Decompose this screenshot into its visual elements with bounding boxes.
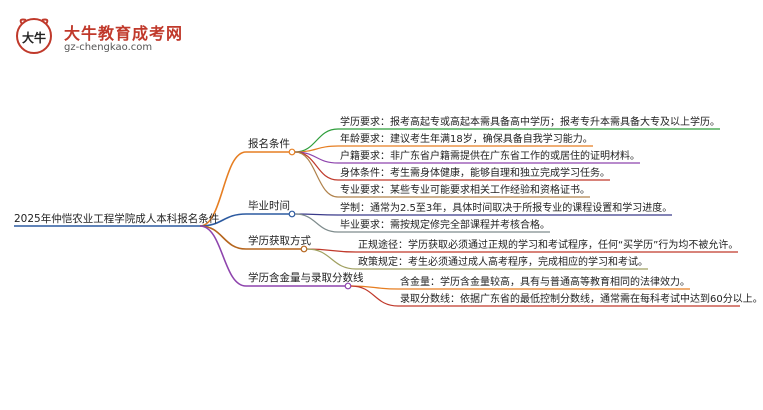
branch-node	[344, 282, 352, 290]
leaf-text: 身体条件：考生需身体健康，能够自理和独立完成学习任务。	[340, 168, 610, 179]
mindmap-root: 2025年仲恺农业工程学院成人本科报名条件	[14, 213, 220, 225]
leaf-text: 录取分数线：依据广东省的最低控制分数线，通常需在每科考试中达到60分以上。	[400, 294, 763, 305]
branch-node	[300, 245, 308, 253]
site-logo[interactable]: 大牛 大牛教育成考网 gz-chengkao.com	[14, 16, 204, 60]
branch-label: 学历含金量与录取分数线	[248, 272, 364, 284]
leaf-connector	[350, 285, 399, 307]
branch-label: 学历获取方式	[248, 235, 311, 247]
leaf-text: 正规途径：学历获取必须通过正规的学习和考试程序，任何“买学历”行为均不被允许。	[358, 240, 739, 251]
leaf-text: 年龄要求：建议考生年满18岁，确保具备自我学习能力。	[340, 134, 593, 145]
branch-connector	[199, 225, 247, 287]
leaf-text: 含金量：学历含金量较高，具有与普通高等教育相同的法律效力。	[400, 277, 690, 288]
leaf-text: 政策规定：考生必须通过成人高考程序，完成相应的学习和考试。	[358, 257, 648, 268]
branch-connector	[199, 225, 247, 250]
branch-label: 报名条件	[248, 138, 290, 150]
bull-logo-icon: 大牛	[16, 18, 52, 54]
leaf-connector	[294, 151, 339, 198]
logo-url: gz-chengkao.com	[64, 42, 153, 53]
leaf-connector	[294, 213, 339, 233]
branch-node	[288, 210, 296, 218]
leaf-connector	[306, 248, 357, 270]
branch-label: 毕业时间	[248, 200, 290, 212]
leaf-text: 学历要求：报考高起专或高起本需具备高中学历；报考专升本需具备大专及以上学历。	[340, 117, 720, 128]
branch-connector	[199, 151, 247, 227]
leaf-text: 户籍要求：非广东省户籍需提供在广东省工作的或居住的证明材料。	[340, 151, 640, 162]
leaf-text: 专业要求：某些专业可能要求相关工作经验和资格证书。	[340, 185, 590, 196]
logo-glyph: 大牛	[22, 30, 46, 45]
leaf-text: 毕业要求：需按规定修完全部课程并考核合格。	[340, 220, 550, 231]
branch-node	[288, 148, 296, 156]
leaf-text: 学制：通常为2.5至3年，具体时间取决于所报专业的课程设置和学习进度。	[340, 203, 673, 214]
logo-title: 大牛教育成考网	[64, 24, 184, 43]
